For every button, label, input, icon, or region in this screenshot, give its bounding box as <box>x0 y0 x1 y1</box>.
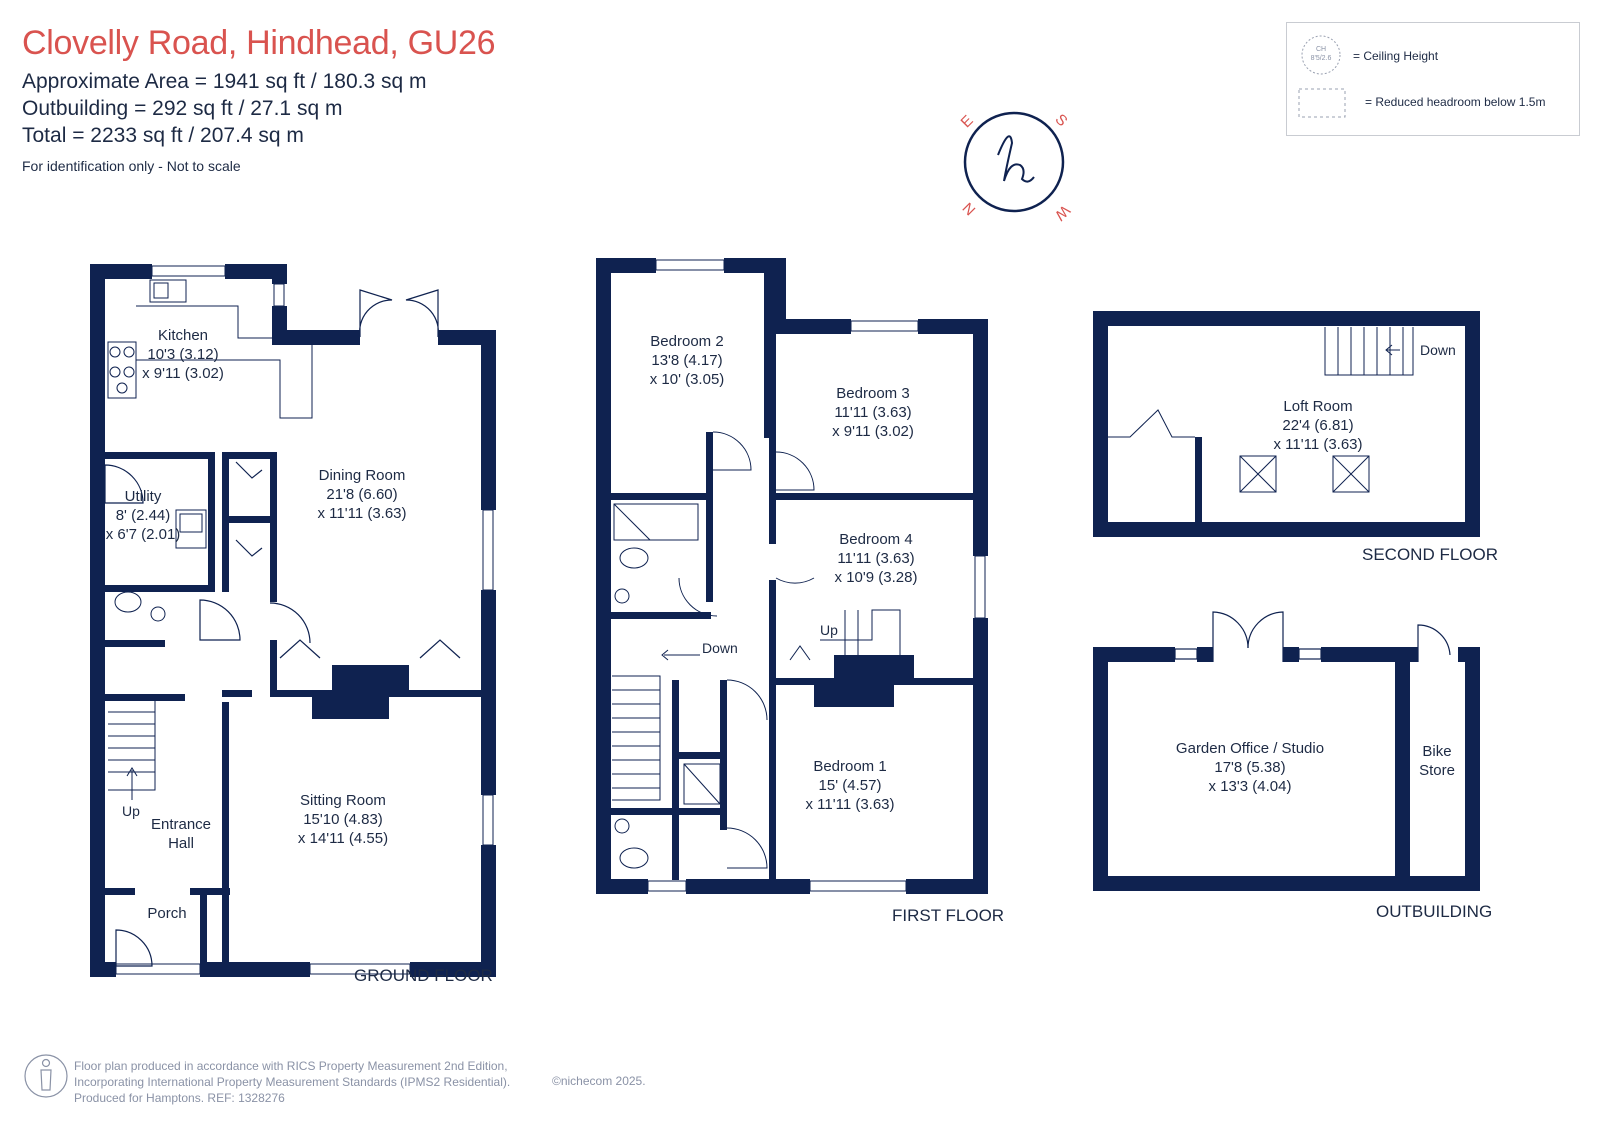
second-floor-fixtures <box>1108 327 1414 493</box>
first-floor-fixtures <box>612 431 901 869</box>
ground-floor-walls <box>90 264 496 977</box>
footer-line-1: Floor plan produced in accordance with R… <box>74 1059 508 1073</box>
second-floor-label: SECOND FLOOR <box>1362 545 1499 564</box>
room-bike-store-dim1: Store <box>1419 762 1455 779</box>
room-bedroom-4: Bedroom 4 11'11 (3.63) x 10'9 (3.28) <box>835 530 918 587</box>
room-bedroom-1: Bedroom 1 15' (4.57) x 11'11 (3.63) <box>805 757 894 814</box>
room-bedroom-3-dim2: x 9'11 (3.02) <box>832 423 914 440</box>
ceiling-badge-text: CH 8'5/2.6 <box>1309 45 1333 63</box>
room-sitting-name: Sitting Room <box>300 792 386 809</box>
legend-graphics <box>1298 35 1346 118</box>
outbuilding-doors <box>1174 611 1451 662</box>
room-kitchen-name: Kitchen <box>157 327 209 344</box>
room-garden-office-dim2: x 13'3 (4.04) <box>1208 778 1292 795</box>
compass-letters: S W N E <box>958 111 1074 224</box>
room-bedroom-2-dim1: 13'8 (4.17) <box>651 352 723 369</box>
room-bedroom-2-dim2: x 10' (3.05) <box>649 371 725 388</box>
property-title: Clovelly Road, Hindhead, GU26 <box>22 24 496 62</box>
room-entrance-name: Entrance <box>150 816 212 833</box>
legend-box: CH 8'5/2.6 = Ceiling Height = Reduced he… <box>1286 22 1580 136</box>
compass-letter-e: E <box>958 112 977 131</box>
reduced-headroom-icon <box>1298 88 1346 118</box>
footer-info-icon <box>24 1054 68 1098</box>
room-bedroom-3-dim1: 11'11 (3.63) <box>834 404 912 421</box>
footer-line-3: Produced for Hamptons. REF: 1328276 <box>74 1091 285 1105</box>
room-porch-name: Porch <box>147 905 187 922</box>
room-loft: Loft Room 22'4 (6.81) x 11'11 (3.63) <box>1273 397 1362 454</box>
room-bike-store-name: Bike <box>1422 743 1452 760</box>
room-sitting-dim2: x 14'11 (4.55) <box>297 830 389 847</box>
first-stairs-down-label: Down <box>702 640 738 656</box>
room-kitchen: Kitchen 10'3 (3.12) x 9'11 (3.02) <box>142 326 224 383</box>
compass-letter-s: S <box>1052 111 1071 130</box>
room-bedroom-2: Bedroom 2 13'8 (4.17) x 10' (3.05) <box>650 332 725 389</box>
room-bike-store: Bike Store <box>1419 742 1455 780</box>
room-sitting-dim1: 15'10 (4.83) <box>303 811 383 828</box>
first-floor-windows <box>597 259 986 892</box>
room-bedroom-4-dim2: x 10'9 (3.28) <box>834 569 918 586</box>
ceiling-height-badge-icon <box>1301 35 1341 75</box>
ground-floor-doors <box>104 289 461 967</box>
room-dining-name: Dining Room <box>318 467 406 484</box>
room-loft-dim1: 22'4 (6.81) <box>1282 417 1354 434</box>
compass-letter-n: N <box>960 199 980 219</box>
room-garden-office-dim1: 17'8 (5.38) <box>1214 759 1286 776</box>
room-bedroom-1-dim1: 15' (4.57) <box>818 777 882 794</box>
compass-letter-w: W <box>1051 202 1074 225</box>
room-bedroom-4-dim1: 11'11 (3.63) <box>837 550 915 567</box>
ground-floor-label: GROUND FLOOR <box>354 966 493 985</box>
second-stairs-down-label: Down <box>1420 342 1456 358</box>
second-floor-walls <box>1093 311 1480 537</box>
room-garden-office: Garden Office / Studio 17'8 (5.38) x 13'… <box>1176 739 1324 796</box>
room-bedroom-1-name: Bedroom 1 <box>813 758 887 775</box>
ceiling-badge-abbrev: CH <box>1315 46 1327 53</box>
reduced-headroom-label: = Reduced headroom below 1.5m <box>1365 95 1546 109</box>
ceiling-height-label: = Ceiling Height <box>1353 49 1439 63</box>
room-kitchen-dim2: x 9'11 (3.02) <box>142 365 224 382</box>
room-dining-dim1: 21'8 (6.60) <box>326 486 398 503</box>
room-utility-dim2: x 6'7 (2.01) <box>105 526 181 543</box>
footer-line-2: Incorporating International Property Mea… <box>74 1075 511 1089</box>
room-kitchen-dim1: 10'3 (3.12) <box>147 346 219 363</box>
compass-logo-icon <box>963 111 1065 213</box>
room-sitting: Sitting Room 15'10 (4.83) x 14'11 (4.55) <box>298 791 388 848</box>
room-bedroom-2-name: Bedroom 2 <box>650 333 724 350</box>
outbuilding-area-text: Outbuilding = 292 sq ft / 27.1 sq m <box>22 97 343 120</box>
first-floor-walls <box>596 258 988 894</box>
footer-text: Floor plan produced in accordance with R… <box>74 1058 510 1106</box>
room-bedroom-1-dim2: x 11'11 (3.63) <box>805 796 895 813</box>
ground-floor-windows <box>91 265 494 975</box>
disclaimer-note: For identification only - Not to scale <box>22 158 241 174</box>
total-area-text: Total = 2233 sq ft / 207.4 sq m <box>22 124 304 147</box>
room-dining: Dining Room 21'8 (6.60) x 11'11 (3.63) <box>317 466 406 523</box>
ground-floor-fixtures <box>107 279 313 800</box>
room-porch: Porch <box>147 904 186 923</box>
first-stairs-up-label: Up <box>820 622 838 638</box>
room-utility-dim1: 8' (2.44) <box>115 507 171 524</box>
footer-copyright: ©nichecom 2025. <box>552 1074 646 1088</box>
room-dining-dim2: x 11'11 (3.63) <box>317 505 407 522</box>
ceiling-badge-value: 8'5/2.6 <box>1310 55 1332 62</box>
room-utility: Utility 8' (2.44) x 6'7 (2.01) <box>106 487 181 544</box>
first-floor-label: FIRST FLOOR <box>892 906 1005 925</box>
room-entrance-hall: Entrance Hall <box>151 815 211 853</box>
room-loft-dim2: x 11'11 (3.63) <box>1273 436 1363 453</box>
room-bedroom-3-name: Bedroom 3 <box>836 385 910 402</box>
outbuilding-label: OUTBUILDING <box>1376 902 1493 921</box>
room-bedroom-4-name: Bedroom 4 <box>839 531 913 548</box>
approx-area-text: Approximate Area = 1941 sq ft / 180.3 sq… <box>22 70 427 93</box>
room-loft-name: Loft Room <box>1283 398 1353 415</box>
room-utility-name: Utility <box>124 488 162 505</box>
room-bedroom-3: Bedroom 3 11'11 (3.63) x 9'11 (3.02) <box>832 384 914 441</box>
room-entrance-dim1: Hall <box>168 835 194 852</box>
outbuilding-walls <box>1093 647 1480 891</box>
ground-stairs-up-label: Up <box>122 803 140 819</box>
room-garden-office-name: Garden Office / Studio <box>1175 740 1325 757</box>
